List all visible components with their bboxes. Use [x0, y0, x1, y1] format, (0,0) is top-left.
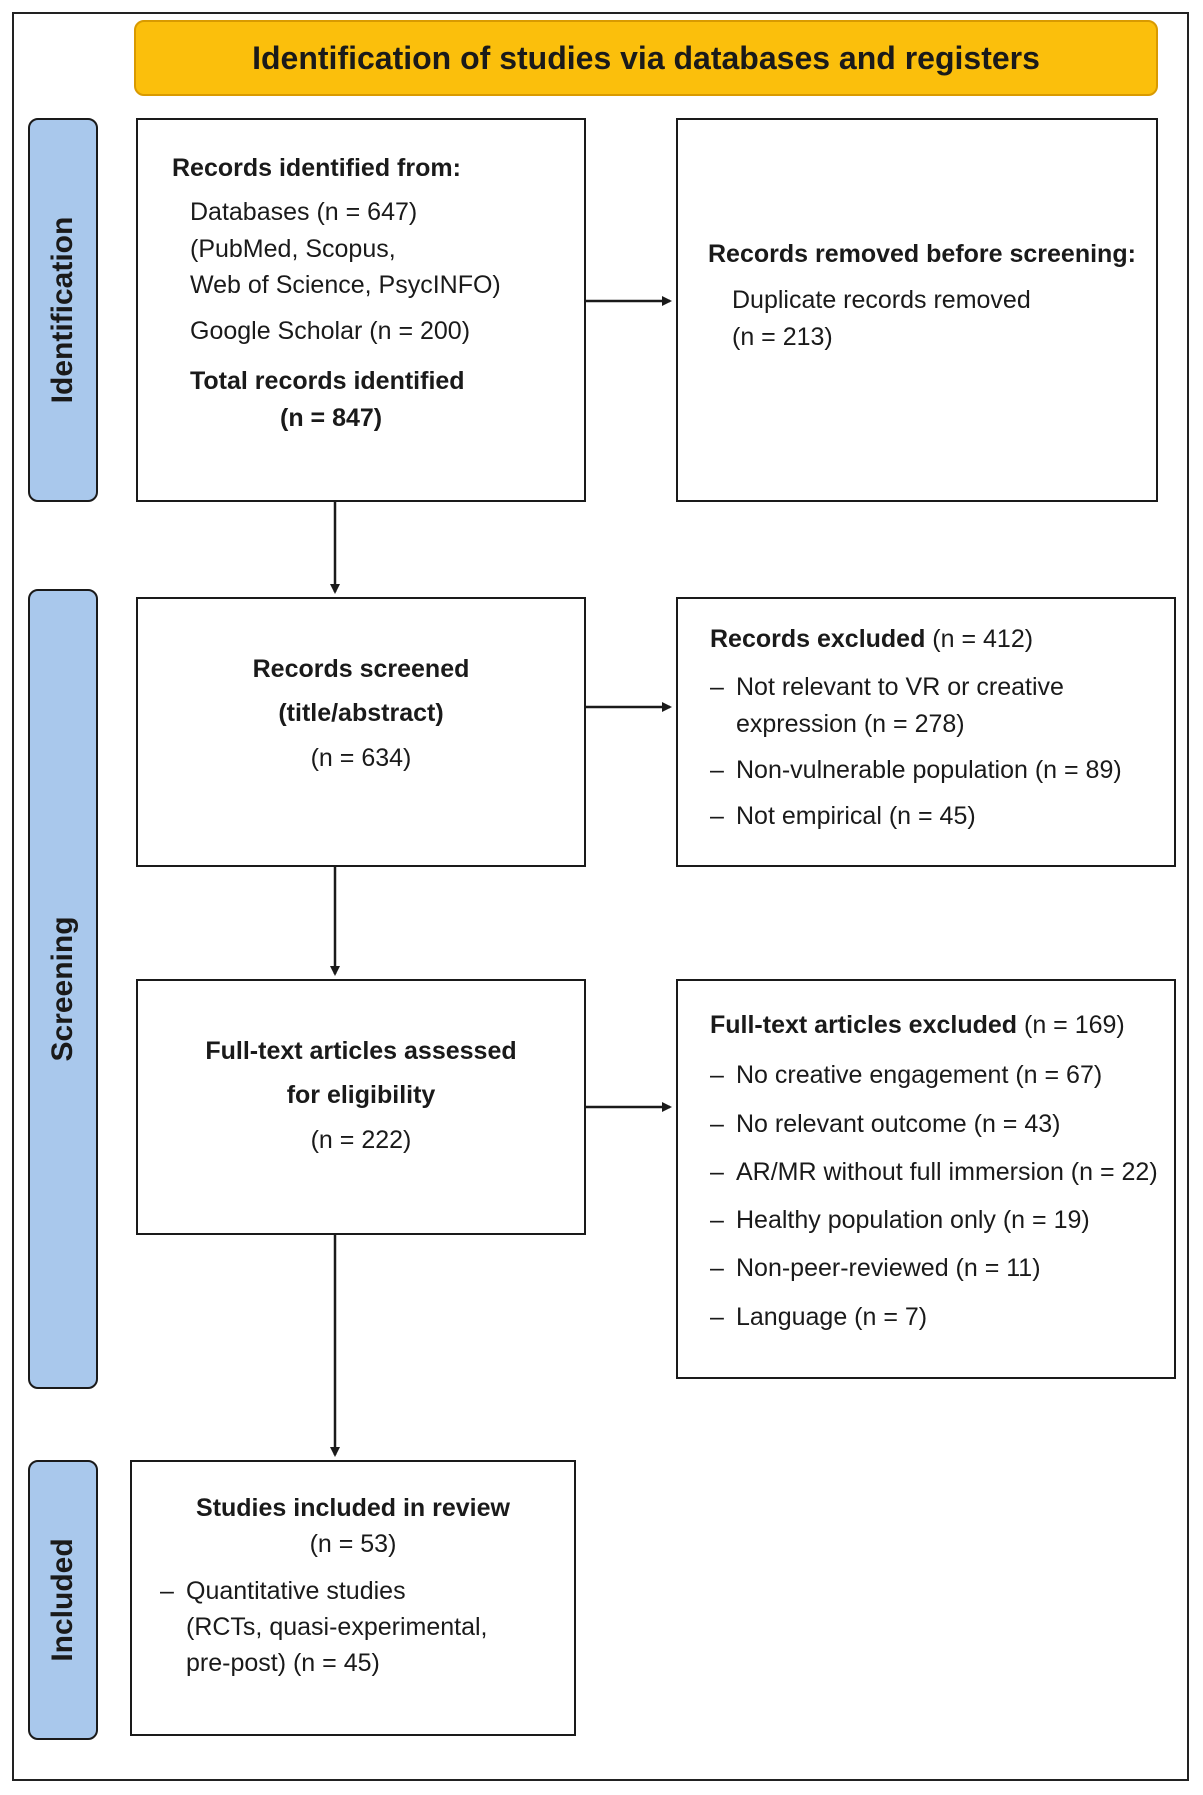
fulltext-excluded-item: Non-peer-reviewed (n = 11) — [710, 1250, 1174, 1287]
quantitative-studies-n: pre-post) (n = 45) — [186, 1649, 380, 1677]
databases-list-2: Web of Science, PsycINFO) — [190, 270, 501, 299]
fulltext-assessed-label: Full-text articles assessed — [205, 1037, 517, 1065]
fulltext-excluded-heading: Full-text articles excluded — [710, 1011, 1018, 1039]
fulltext-assessed-n: (n = 222) — [310, 1125, 412, 1154]
studies-included-n: (n = 53) — [309, 1530, 397, 1559]
identification-banner: Identification of studies via databases … — [134, 20, 1158, 96]
fulltext-excluded-item: Healthy population only (n = 19) — [710, 1202, 1174, 1239]
records-screened-label: Records screened — [252, 655, 470, 683]
fulltext-excluded-item: Language (n = 7) — [710, 1299, 1174, 1336]
records-excluded-heading: Records excluded — [710, 625, 926, 653]
excluded-item-not-empirical: Not empirical (n = 45) — [710, 798, 1174, 835]
fulltext-assessed-box: Full-text articles assessed for eligibil… — [136, 979, 586, 1235]
records-identified-box: Records identified from: Databases (n = … — [136, 118, 586, 502]
records-screened-n: (n = 634) — [310, 743, 412, 772]
records-removed-heading: Records removed before screening: — [708, 240, 1136, 268]
banner-title: Identification of studies via databases … — [252, 39, 1040, 76]
fulltext-excluded-n: (n = 169) — [1017, 1011, 1125, 1039]
excluded-item-non-vulnerable: Non-vulnerable population (n = 89) — [710, 752, 1174, 789]
quantitative-studies-types: (RCTs, quasi-experimental, — [186, 1612, 488, 1641]
databases-count: Databases (n = 647) — [190, 198, 418, 227]
fulltext-excluded-box: Full-text articles excluded (n = 169) No… — [676, 979, 1176, 1379]
records-screened-sub: (title/abstract) — [278, 699, 444, 728]
records-screened-box: Records screened (title/abstract) (n = 6… — [136, 597, 586, 867]
records-excluded-n: (n = 412) — [925, 625, 1034, 653]
studies-included-box: Studies included in review (n = 53) Quan… — [130, 1460, 576, 1736]
databases-list-1: (PubMed, Scopus, — [190, 234, 396, 263]
fulltext-assessed-sub: for eligibility — [286, 1081, 436, 1110]
studies-included-heading: Studies included in review — [196, 1494, 510, 1522]
fulltext-excluded-item: AR/MR without full immersion (n = 22) — [710, 1154, 1174, 1191]
quantitative-studies-item: Quantitative studies — [160, 1573, 574, 1610]
excluded-item-not-relevant: Not relevant to VR or creative — [710, 669, 1174, 706]
total-records-n: (n = 847) — [280, 403, 383, 432]
phase-included: Included — [28, 1460, 98, 1740]
phase-screening: Screening — [28, 589, 98, 1389]
records-removed-box: Records removed before screening: Duplic… — [676, 118, 1158, 502]
excluded-item-not-relevant-cont: expression (n = 278) — [736, 709, 965, 738]
records-excluded-box: Records excluded (n = 412) Not relevant … — [676, 597, 1176, 867]
google-scholar-count: Google Scholar (n = 200) — [190, 317, 471, 345]
phase-identification: Identification — [28, 118, 98, 502]
fulltext-excluded-item: No relevant outcome (n = 43) — [710, 1106, 1174, 1143]
total-records-label: Total records identified — [190, 367, 465, 396]
duplicates-removed-label: Duplicate records removed — [732, 286, 1031, 315]
records-identified-heading: Records identified from: — [172, 154, 461, 182]
duplicates-removed-n: (n = 213) — [732, 322, 833, 351]
outer-frame — [12, 12, 1189, 1781]
fulltext-excluded-item: No creative engagement (n = 67) — [710, 1057, 1174, 1094]
